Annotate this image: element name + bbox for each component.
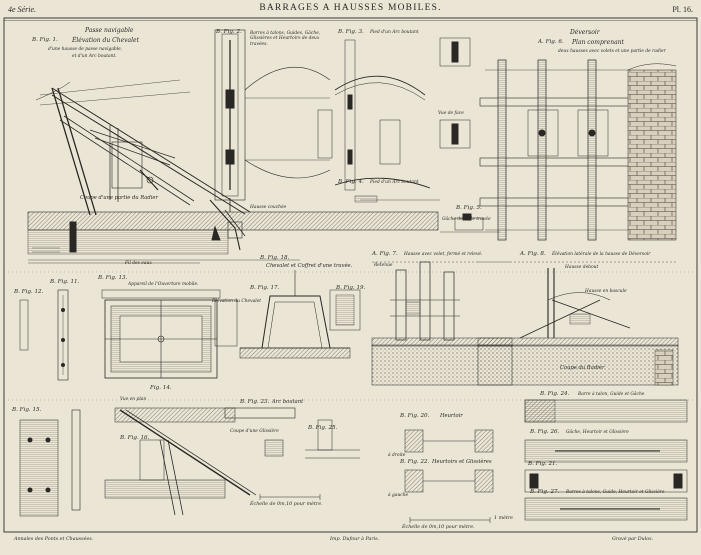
fig13-label: B. Fig. 13. <box>98 275 128 281</box>
a-gauche-label: à gauche <box>388 493 409 498</box>
footer-center: Imp. Dufour à Paris. <box>330 537 380 542</box>
fig8-label: A. Fig. 8. <box>520 251 546 257</box>
fig13-caption: Appareil de l'Ouverture mobile. <box>128 282 199 287</box>
elevation-chevalet-label: Élévation du Chevalet <box>212 299 262 304</box>
footer-left: Annales des Ponts et Chaussées. <box>14 537 94 542</box>
fig5-label: B. Fig. 5. <box>456 205 482 211</box>
fig21-label: B. Fig. 21. <box>528 461 558 467</box>
coupe-radier2-label: Coupe du Radier <box>560 365 605 371</box>
a-droite-label: à droite <box>388 453 406 458</box>
figure-13-drawing <box>101 289 221 379</box>
figure-20-22-drawing <box>404 429 494 523</box>
fig2-label: B. Fig. 2. <box>216 29 242 35</box>
fig11-label: B. Fig. 11. <box>50 279 80 285</box>
fig1-group-label: Passe navigable <box>85 27 134 34</box>
plate-title: BARRAGES A HAUSSES MOBILES. <box>259 3 442 13</box>
fil-eaux-label: Fil des eaux <box>125 261 152 266</box>
fig24-label: B. Fig. 24. <box>540 391 570 397</box>
heurtoir-caption: Heurtoir <box>440 413 463 419</box>
fig12-label: B. Fig. 12. <box>14 289 44 295</box>
fig18-caption: Chevalet et Coffret d'une travée. <box>266 263 353 269</box>
figure-2-drawing <box>214 29 333 212</box>
plate-number: Pl. 16. <box>672 5 693 14</box>
scale-label-2: Échelle de 0m,10 pour mètre. <box>402 525 475 530</box>
figure-24-27-drawing <box>524 399 688 521</box>
figure-6-drawing <box>479 59 677 241</box>
plate-border <box>3 17 698 533</box>
fig25-label: B. Fig. 25. <box>308 425 338 431</box>
fig3-caption: Pied d'un Arc boutant <box>370 30 419 35</box>
fig14-label: Fig. 14. <box>150 385 172 391</box>
fig24-caption: Barre à talon, Guide et Gâche <box>578 392 645 397</box>
fig22-label: B. Fig. 22. <box>400 459 430 465</box>
figure-5-drawing <box>439 37 500 233</box>
heurtoir-glissiere-caption: Heurtoirs et Glissières <box>432 459 492 465</box>
fig1-label: B. Fig. 1. <box>32 37 58 43</box>
fig6-caption: Plan comprenant <box>572 39 624 46</box>
fig19-label: B. Fig. 19. <box>336 285 366 291</box>
series-label: 4e Série. <box>8 5 36 14</box>
fig20-label: B. Fig. 20. <box>400 413 430 419</box>
vue-face-label: Vue de face <box>438 111 464 116</box>
fig7-caption: Hausse avec volet, fermé et relevé. <box>404 252 483 257</box>
fig1-caption: Élévation du Chevalet <box>72 37 139 44</box>
figure-8-drawing <box>477 261 679 386</box>
scale-label-1: Échelle de 0m,10 pour mètre. <box>250 502 323 507</box>
coupe-glissiere-label: Coupe d'une Glissière <box>230 429 279 434</box>
fig15-label: B. Fig. 15. <box>12 407 42 413</box>
detail-gache-label: Gâche de la 2e travée <box>442 217 491 222</box>
figure-14-16-drawing <box>19 407 257 517</box>
fig1-sub2: et d'un Arc boutant. <box>72 54 117 59</box>
hausse-couchee-label: Hausse couchée <box>250 205 287 210</box>
figure-19-23-drawing <box>224 407 360 500</box>
fig18-label: B. Fig. 18. <box>260 255 290 261</box>
fig27-caption: Barres à talons, Guide, Heurtoir et Glis… <box>566 490 665 495</box>
fig4-label: B. Fig. 4. <box>338 179 364 185</box>
fig1-sub: d'une hausse de passe navigable, <box>48 47 123 52</box>
hausse-bascule-label: Hausse en bascule <box>585 289 627 294</box>
figure-11-12-drawing <box>19 289 69 381</box>
fig4-caption: Pied d'un Arc boutant <box>370 180 419 185</box>
scale-metres: 1 mètre <box>494 516 514 521</box>
fig6-group-label: Déversoir <box>570 29 600 36</box>
fig8-caption: Élévation latérale de la hausse de Déver… <box>552 252 651 257</box>
figure-3-4-drawing <box>334 39 440 203</box>
fig6-sub: deux hausses avec volets et une partie d… <box>558 49 666 54</box>
fig26-label: B. Fig. 26. <box>530 429 560 435</box>
fig6-label: A. Fig. 6. <box>538 39 564 45</box>
fig3-label: B. Fig. 3. <box>338 29 364 35</box>
fig17-label: B. Fig. 17. <box>250 285 280 291</box>
retenue-label: Retenue <box>374 263 393 268</box>
figure-1-drawing <box>27 79 439 264</box>
fig7-label: A. Fig. 7. <box>372 251 398 257</box>
fig27-label: B. Fig. 27. <box>530 489 560 495</box>
footer-right: Gravé par Dulos. <box>612 537 654 542</box>
hausse-debout-label: Hausse debout <box>565 265 599 270</box>
fig26-caption: Gâche, Heurtoir et Glissière <box>566 430 629 435</box>
figure-17-18-drawing <box>214 270 361 359</box>
vue-plan-label: Vue en plan <box>120 397 147 402</box>
fig16-label: B. Fig. 16. <box>120 435 150 441</box>
fig23-label: B. Fig. 23. <box>240 399 270 405</box>
fig23-caption: Arc boutant <box>272 399 304 405</box>
fig2-caption: Barres à talons, Guides, Gâche, Glissièr… <box>250 31 321 47</box>
coupe-radier-label: Coupe d'une partie du Radier <box>80 195 158 201</box>
